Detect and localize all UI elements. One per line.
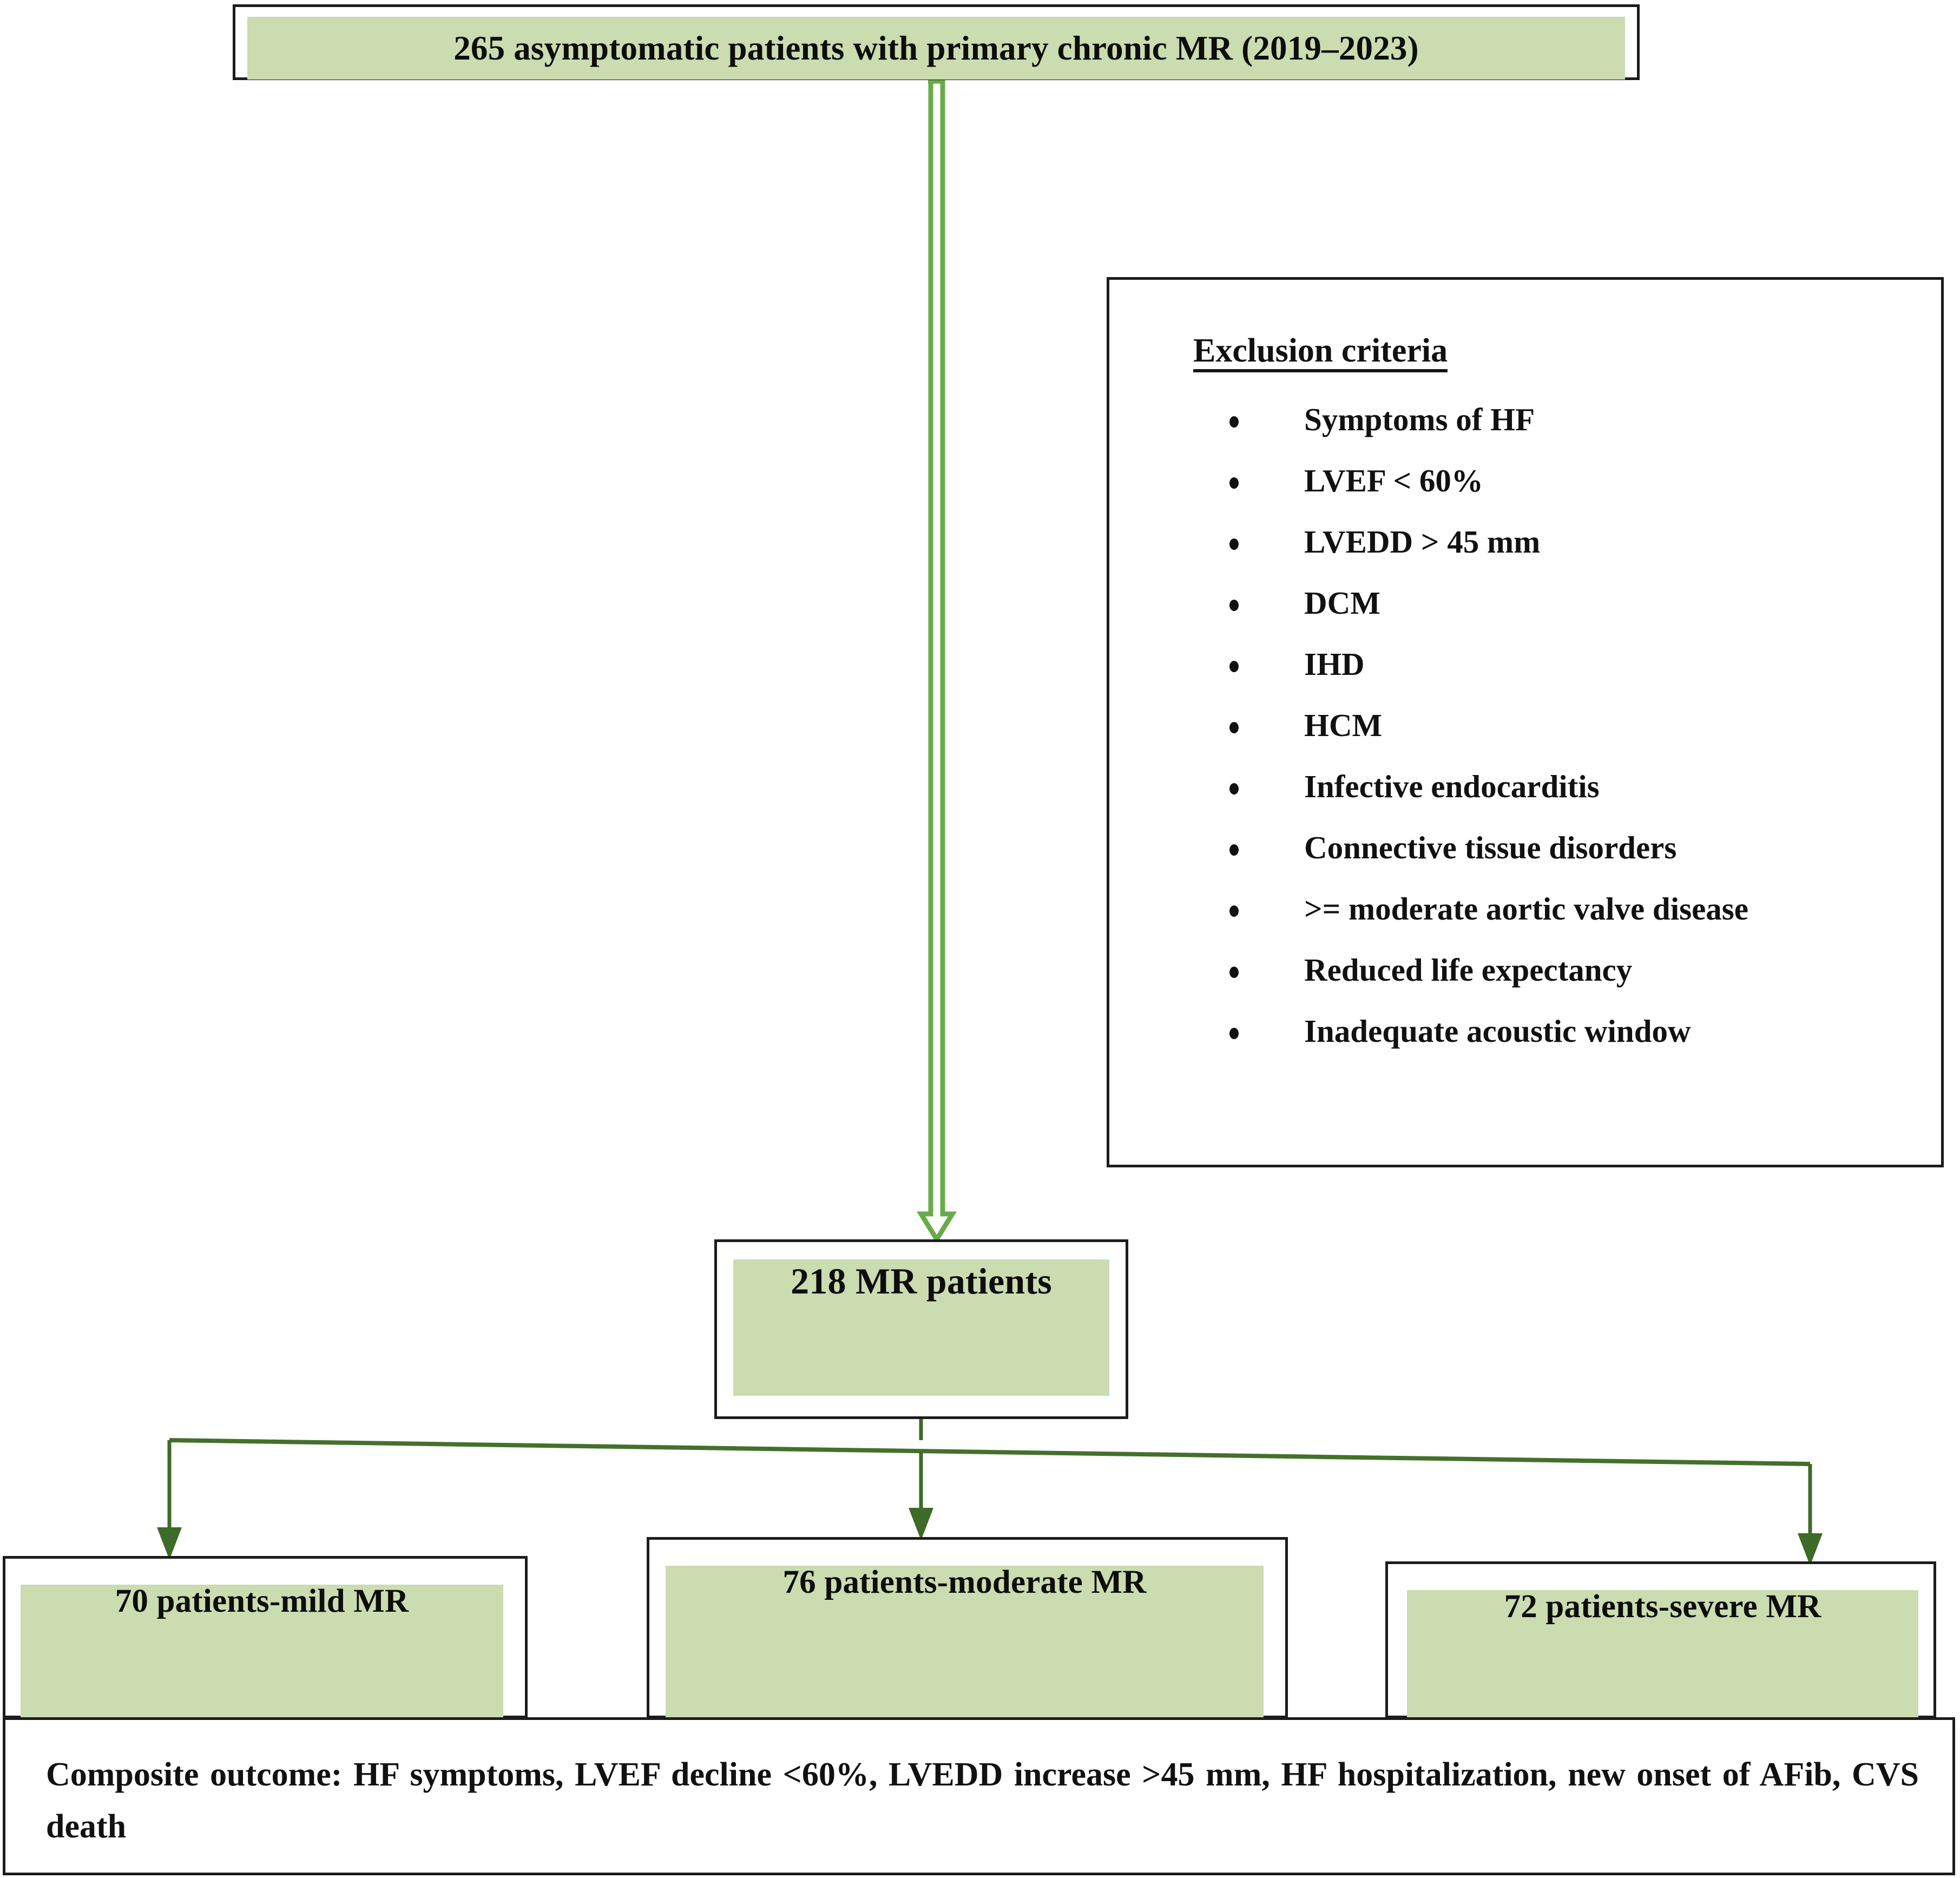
node-outcome: Composite outcome: HF symptoms, LVEF dec… [3, 1717, 1955, 1875]
node-enrollment-highlight: 265 asymptomatic patients with primary c… [247, 17, 1625, 80]
node-severe: 72 patients-severe MR [1385, 1561, 1936, 1720]
node-included-label: 218 MR patients [791, 1260, 1052, 1302]
bullet-icon [1229, 416, 1239, 428]
arrow-enrollment-to-included [916, 78, 957, 1244]
exclusion-item: LVEF < 60% [1218, 464, 1930, 526]
exclusion-item: Reduced life expectancy [1218, 952, 1930, 1015]
exclusion-item-label: Symptoms of HF [1304, 402, 1535, 437]
exclusion-item: Connective tissue disorders [1218, 831, 1930, 892]
bullet-icon [1229, 967, 1239, 978]
bullet-icon [1229, 1028, 1239, 1039]
bullet-icon [1229, 477, 1239, 489]
bullet-icon [1229, 844, 1239, 856]
exclusion-item: HCM [1218, 707, 1930, 770]
node-mild: 70 patients-mild MR [3, 1556, 528, 1719]
exclusion-item: Symptoms of HF [1218, 403, 1930, 464]
exclusion-item-label: HCM [1304, 707, 1383, 743]
bullet-icon [1229, 783, 1239, 794]
bullet-icon [1229, 600, 1239, 611]
node-moderate: 76 patients-moderate MR [647, 1537, 1288, 1720]
bullet-icon [1229, 722, 1239, 733]
node-enrollment-label: 265 asymptomatic patients with primary c… [453, 29, 1419, 67]
exclusion-item-label: Reduced life expectancy [1304, 952, 1633, 988]
node-outcome-label: Composite outcome: HF symptoms, LVEF dec… [46, 1756, 1919, 1846]
exclusion-item: >= moderate aortic valve disease [1218, 892, 1930, 954]
node-severe-highlight: 72 patients-severe MR [1407, 1590, 1918, 1720]
exclusion-criteria-list: Symptoms of HF LVEF < 60% LVEDD > 45 mm … [1218, 403, 1930, 1076]
exclusion-item: IHD [1218, 646, 1930, 709]
bullet-icon [1229, 661, 1239, 672]
exclusion-item: LVEDD > 45 mm [1218, 524, 1930, 587]
exclusion-item-label: DCM [1304, 585, 1380, 621]
exclusion-item-label: LVEF < 60% [1304, 463, 1483, 498]
exclusion-item-label: Connective tissue disorders [1304, 830, 1677, 865]
exclusion-item-label: Infective endocarditis [1304, 769, 1600, 804]
node-moderate-highlight: 76 patients-moderate MR [666, 1566, 1264, 1720]
node-severe-label: 72 patients-severe MR [1504, 1588, 1821, 1625]
exclusion-item: Inadequate acoustic window [1218, 1013, 1930, 1076]
exclusion-item: Infective endocarditis [1218, 770, 1930, 831]
bullet-icon [1229, 905, 1239, 917]
exclusion-item-label: IHD [1304, 646, 1365, 682]
exclusion-item: DCM [1218, 585, 1930, 648]
exclusion-criteria-heading: Exclusion criteria [1193, 334, 1448, 372]
node-included-highlight: 218 MR patients [733, 1259, 1109, 1396]
exclusion-item-label: LVEDD > 45 mm [1304, 524, 1541, 560]
exclusion-criteria-box: Exclusion criteria Symptoms of HF LVEF <… [1107, 277, 1944, 1167]
node-mild-label: 70 patients-mild MR [115, 1583, 409, 1619]
exclusion-item-label: Inadequate acoustic window [1304, 1013, 1691, 1049]
node-mild-highlight: 70 patients-mild MR [21, 1585, 503, 1719]
bullet-icon [1229, 539, 1239, 550]
node-moderate-label: 76 patients-moderate MR [782, 1564, 1147, 1600]
node-enrollment: 265 asymptomatic patients with primary c… [233, 4, 1640, 80]
exclusion-item-label: >= moderate aortic valve disease [1304, 891, 1748, 927]
node-included: 218 MR patients [714, 1239, 1128, 1419]
